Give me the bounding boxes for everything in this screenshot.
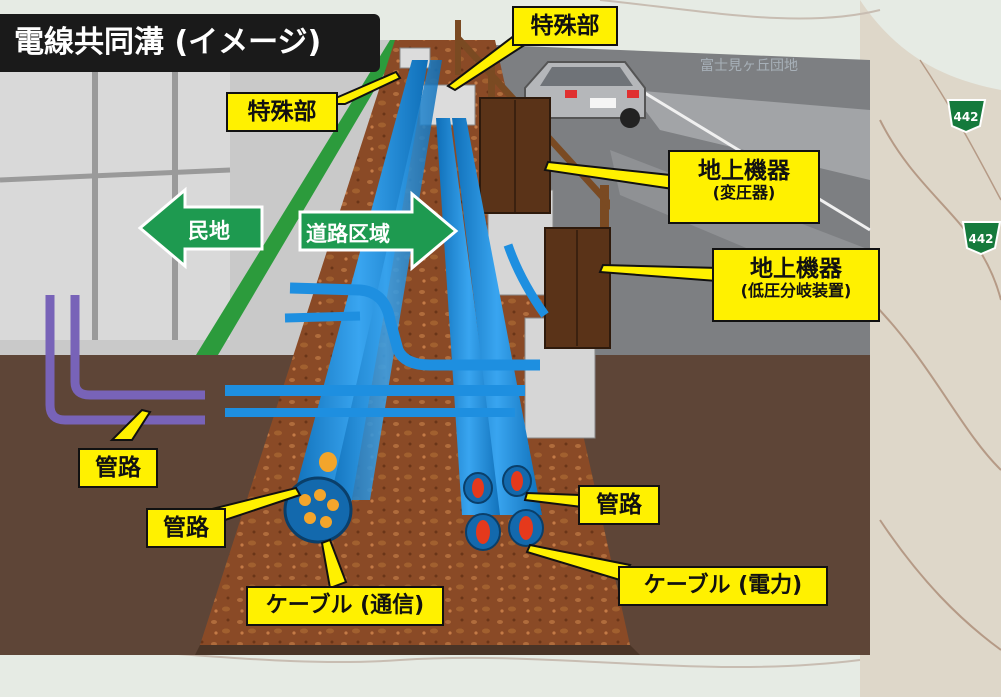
green-curb-line <box>196 40 404 355</box>
private-land-arrow-label: 民地 <box>188 219 230 243</box>
special-part-label-left: 特殊部 <box>226 92 338 132</box>
road-area-arrow <box>298 190 459 272</box>
private-land-arrow <box>137 186 264 270</box>
ground-equipment-2-sub: (低圧分岐装置) <box>740 281 852 301</box>
ground-equipment-1-title: 地上機器 <box>698 158 790 184</box>
route-442-shield-2: 442 <box>961 221 1001 256</box>
route-number-1: 442 <box>953 110 978 124</box>
ground-equipment-2-title: 地上機器 <box>750 256 842 282</box>
ground-equipment-cabinets <box>479 97 611 349</box>
map-place-name: 富士見ヶ丘団地 <box>700 57 798 74</box>
conduit-label-right: 管路 <box>578 485 660 525</box>
diagram-title: 電線共同溝 (イメージ) <box>0 14 380 72</box>
cable-power-label: ケーブル (電力) <box>618 566 828 606</box>
road-area-arrow-label: 道路区域 <box>306 222 390 246</box>
conduit-pipes <box>225 60 549 515</box>
route-442-shield-1: 442 <box>946 99 987 134</box>
comm-conduit-end <box>283 452 353 544</box>
special-part-label-top: 特殊部 <box>512 6 618 46</box>
conduit-label-center: 管路 <box>146 508 226 548</box>
ground-equipment-transformer-label: 地上機器 (変圧器) <box>668 150 820 224</box>
ground-equipment-branch-label: 地上機器 (低圧分岐装置) <box>712 248 880 322</box>
ground-equipment-1-sub: (変圧器) <box>712 183 776 203</box>
route-number-2: 442 <box>968 232 993 246</box>
conduit-label-left: 管路 <box>78 448 158 488</box>
power-conduit-ends <box>463 465 544 551</box>
cable-comm-label: ケーブル (通信) <box>246 586 444 626</box>
private-land-conduit <box>45 295 205 425</box>
